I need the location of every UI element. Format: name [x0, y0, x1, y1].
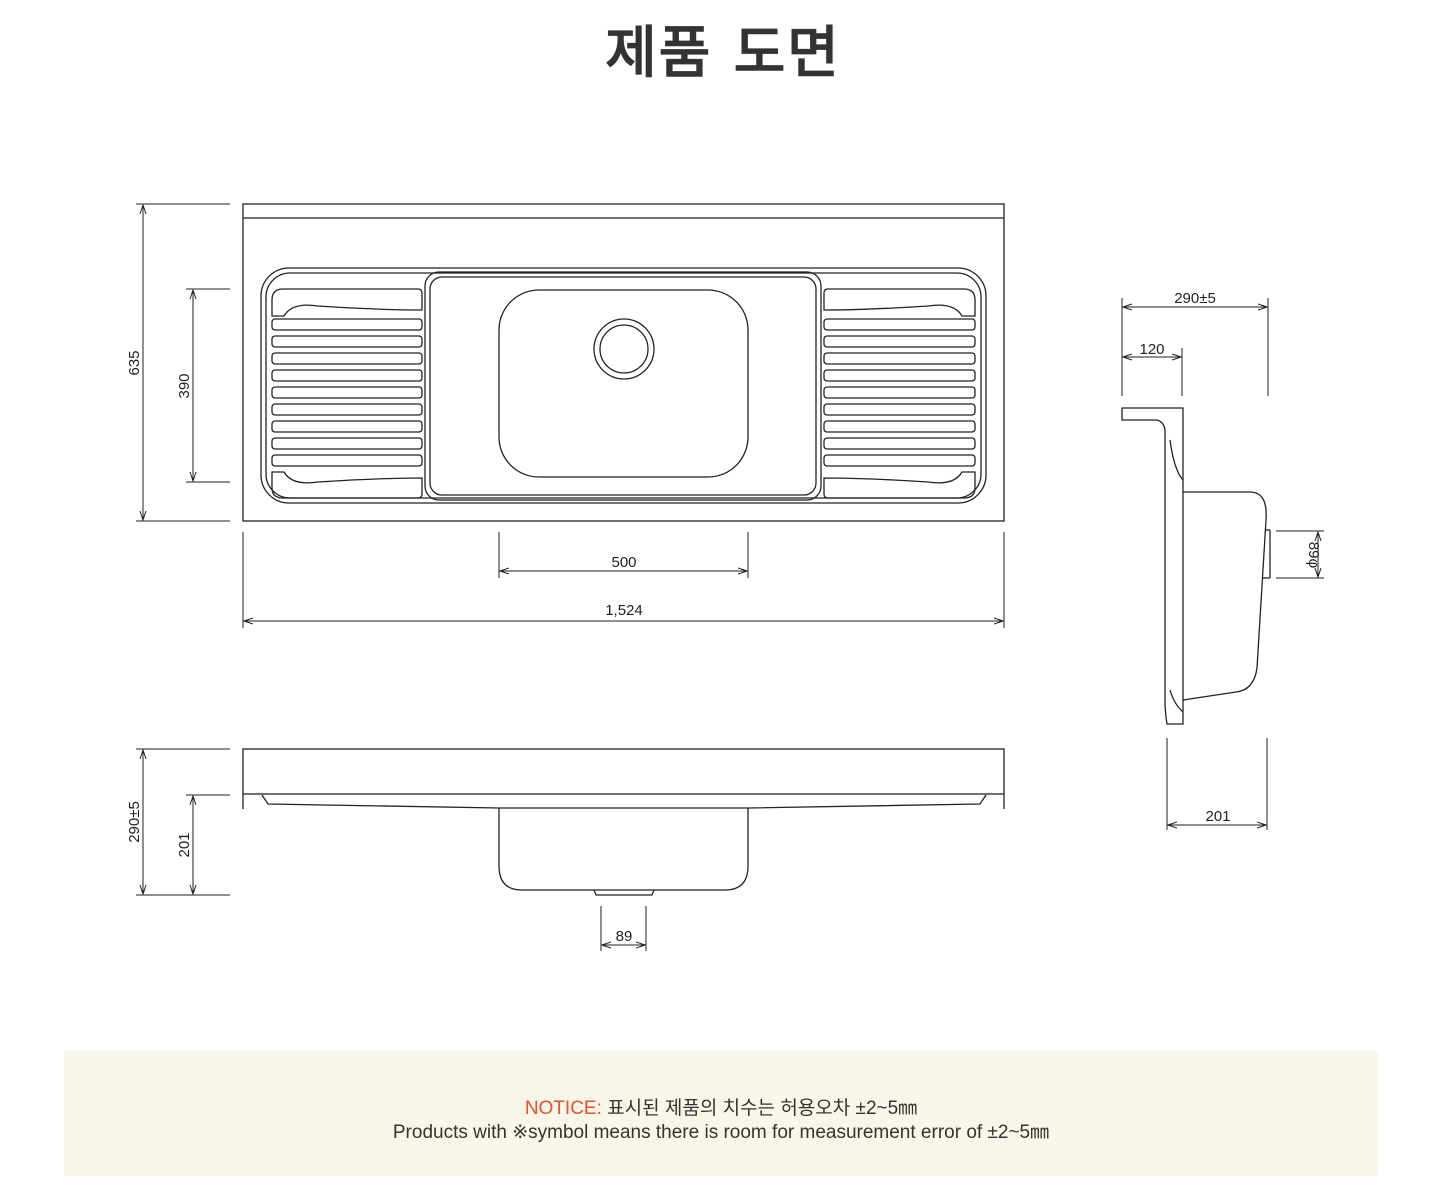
- dim-top-bowl-height: 390: [176, 373, 193, 398]
- dim-side-bowl-depth: 201: [1205, 808, 1230, 825]
- dim-front-bowl-depth: 201: [176, 832, 193, 857]
- dim-side-flange: 120: [1139, 341, 1164, 358]
- dim-side-drain-dia: 89φ: [1305, 542, 1322, 569]
- technical-drawing: 635 390 500 1,524 290±5 201 89 290±5 120…: [126, 203, 1324, 951]
- front-view-dimensions: [136, 748, 647, 951]
- notice-korean-line: NOTICE: 표시된 제품의 치수는 허용오차 ±2~5㎜: [64, 1093, 1378, 1120]
- dim-front-total-depth: 290±5: [126, 801, 143, 843]
- dim-top-total-width: 1,524: [605, 602, 643, 619]
- dim-top-bowl-width: 500: [611, 554, 636, 571]
- top-view-dimensions: [136, 203, 1005, 628]
- notice-label: NOTICE:: [524, 1098, 602, 1119]
- dim-top-height: 635: [126, 350, 143, 375]
- notice-box: NOTICE: 표시된 제품의 치수는 허용오차 ±2~5㎜ Products …: [64, 1051, 1378, 1176]
- side-view-dimensions: [1121, 298, 1324, 830]
- notice-english-text: Products with ※symbol means there is roo…: [392, 1122, 1050, 1143]
- notice-korean-text: 표시된 제품의 치수는 허용오차 ±2~5㎜: [607, 1098, 918, 1119]
- dim-side-total-depth: 290±5: [1174, 290, 1216, 307]
- page-title: 제품 도면: [605, 21, 841, 86]
- side-view: [1121, 407, 1271, 725]
- dim-front-drain: 89: [616, 928, 633, 945]
- top-view: [242, 203, 1005, 522]
- front-view: [242, 748, 1005, 896]
